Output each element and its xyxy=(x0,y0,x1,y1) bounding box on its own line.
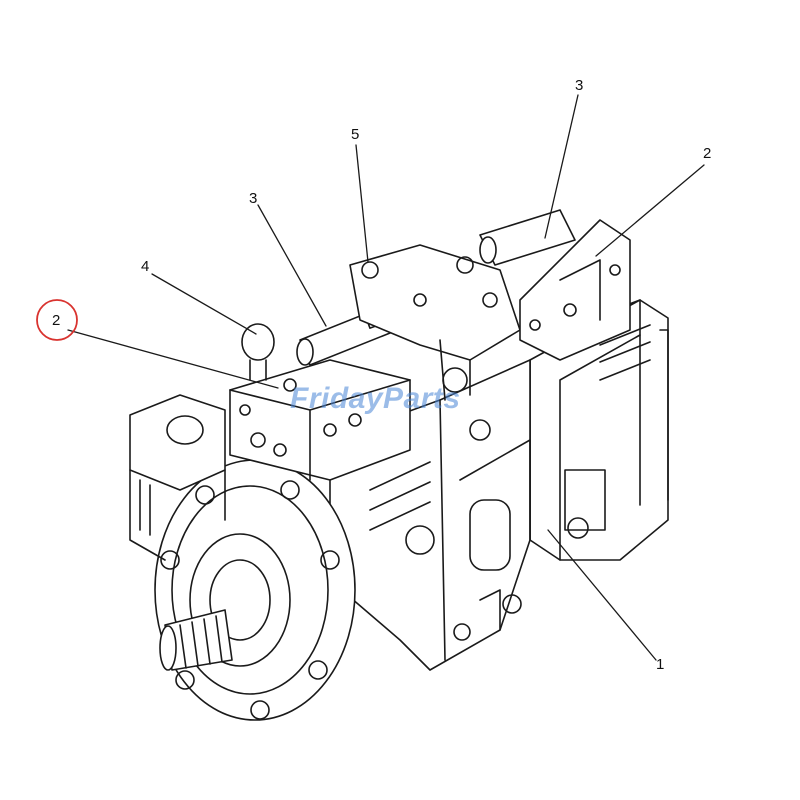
leader-1 xyxy=(547,529,657,661)
regulator-right xyxy=(519,219,631,361)
pump-housing-right xyxy=(529,299,669,561)
callout-2-left: 2 xyxy=(52,312,61,329)
leader-2-left xyxy=(67,329,279,389)
highlight-circle xyxy=(36,299,78,341)
solenoid-right xyxy=(479,209,576,266)
leader-3-right xyxy=(544,94,579,239)
leader-3-left xyxy=(257,204,327,327)
callout-3-right: 3 xyxy=(575,77,584,94)
callout-3-left: 3 xyxy=(249,190,258,207)
regulator-left xyxy=(229,359,411,481)
leader-4 xyxy=(151,273,257,335)
watermark-logo: FridayParts xyxy=(290,382,461,415)
callout-4: 4 xyxy=(141,258,150,275)
callout-2-right: 2 xyxy=(703,145,712,162)
callout-1: 1 xyxy=(656,656,665,673)
leader-5 xyxy=(355,144,369,263)
rear-block xyxy=(129,394,226,561)
leader-lines xyxy=(67,94,705,661)
callout-5: 5 xyxy=(351,126,360,143)
pressure-sensor xyxy=(241,323,275,381)
front-flange xyxy=(154,459,356,721)
top-manifold xyxy=(349,244,521,441)
leader-2-right xyxy=(595,164,705,257)
drive-shaft xyxy=(159,609,233,671)
